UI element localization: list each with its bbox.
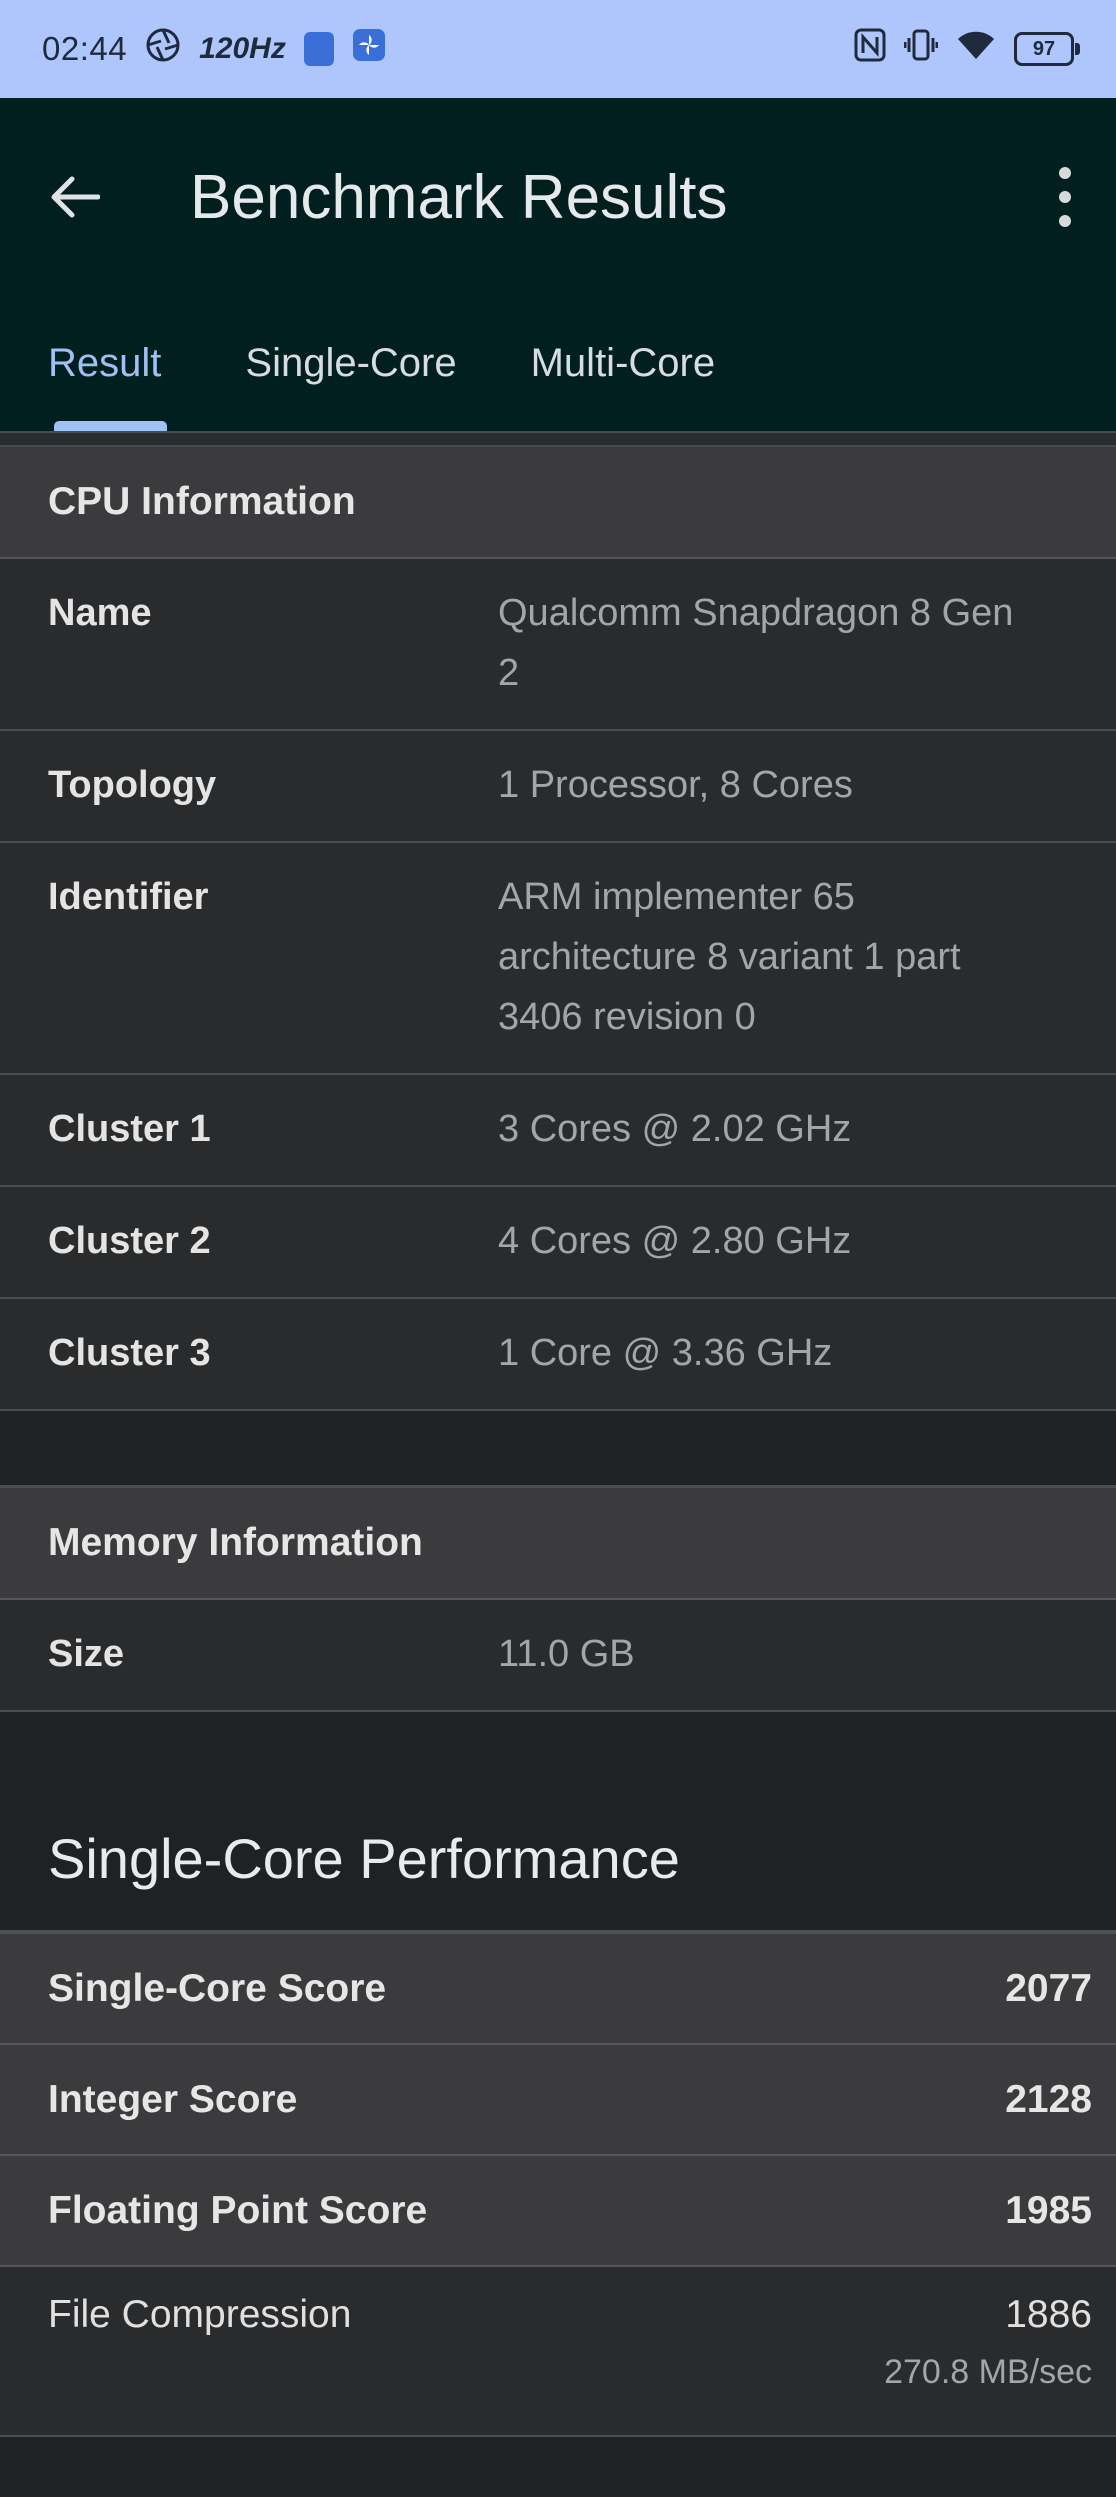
status-bar: 02:44 120Hz 97 <box>0 0 1116 98</box>
info-label: Cluster 1 <box>48 1108 211 1150</box>
score-row: Single-Core Score 2077 <box>0 1930 1116 2045</box>
memory-information-header: Memory Information <box>0 1488 1116 1600</box>
vibrate-icon <box>903 28 939 70</box>
score-value: 2077 <box>1005 1966 1092 2010</box>
info-value: 3 Cores @ 2.02 GHz <box>498 1108 852 1150</box>
workload-score: 1886 <box>1005 2293 1092 2336</box>
refresh-rate-label: 120Hz <box>199 32 286 65</box>
cpu-information-header: CPU Information <box>0 447 1116 559</box>
single-core-performance-title: Single-Core Performance <box>0 1786 1116 1930</box>
info-value: 1 Processor, 8 Cores <box>498 764 853 806</box>
info-row: Name Qualcomm Snapdragon 8 Gen 2 <box>0 559 1116 731</box>
info-row: Cluster 3 1 Core @ 3.36 GHz <box>0 1299 1116 1411</box>
workload-throughput: 270.8 MB/sec <box>884 2353 1092 2391</box>
divider <box>0 431 1116 447</box>
info-value: ARM implementer 65 architecture 8 varian… <box>498 876 961 1038</box>
nfc-icon <box>854 28 886 70</box>
tab-bar: Result Single-Core Multi-Core <box>0 296 1116 431</box>
info-value: 1 Core @ 3.36 GHz <box>498 1332 833 1374</box>
info-value: Qualcomm Snapdragon 8 Gen 2 <box>498 592 1014 694</box>
info-label: Cluster 3 <box>48 1332 211 1374</box>
info-label: Topology <box>48 764 217 806</box>
info-label: Name <box>48 592 152 634</box>
info-value: 4 Cores @ 2.80 GHz <box>498 1220 852 1262</box>
info-row: Identifier ARM implementer 65 architectu… <box>0 843 1116 1075</box>
section-spacer <box>0 1411 1116 1488</box>
aperture-icon <box>145 27 181 71</box>
info-label: Cluster 2 <box>48 1220 211 1262</box>
info-row: Cluster 2 4 Cores @ 2.80 GHz <box>0 1187 1116 1299</box>
app-bar: Benchmark Results Result Single-Core Mul… <box>0 98 1116 431</box>
info-value: 11.0 GB <box>498 1633 635 1675</box>
section-spacer <box>0 1712 1116 1786</box>
workload-row[interactable]: File Compression 1886 270.8 MB/sec <box>0 2267 1116 2437</box>
score-value: 2128 <box>1005 2077 1092 2121</box>
score-row: Floating Point Score 1985 <box>0 2156 1116 2267</box>
tab-multi-core[interactable]: Multi-Core <box>530 341 716 385</box>
info-label: Size <box>48 1633 125 1675</box>
score-label: Single-Core Score <box>48 1966 387 2010</box>
tab-result[interactable]: Result <box>48 296 168 431</box>
workload-label: File Compression <box>48 2293 352 2336</box>
score-value: 1985 <box>1005 2188 1092 2232</box>
page-title: Benchmark Results <box>190 162 728 232</box>
battery-icon: 97 <box>1014 32 1080 66</box>
info-row: Topology 1 Processor, 8 Cores <box>0 731 1116 843</box>
score-label: Floating Point Score <box>48 2188 428 2232</box>
info-row: Size 11.0 GB <box>0 1600 1116 1712</box>
more-options-icon[interactable] <box>1050 167 1080 227</box>
back-arrow-icon[interactable] <box>48 167 108 227</box>
score-label: Integer Score <box>48 2077 298 2121</box>
tab-single-core[interactable]: Single-Core <box>245 341 457 385</box>
info-row: Cluster 1 3 Cores @ 2.02 GHz <box>0 1075 1116 1187</box>
download-notification-icon <box>303 32 334 66</box>
info-label: Identifier <box>48 876 209 918</box>
score-row: Integer Score 2128 <box>0 2045 1116 2156</box>
bottom-spacer <box>0 2437 1116 2497</box>
status-time: 02:44 <box>42 30 128 67</box>
wifi-icon <box>956 29 996 69</box>
pinwheel-icon <box>352 28 386 70</box>
